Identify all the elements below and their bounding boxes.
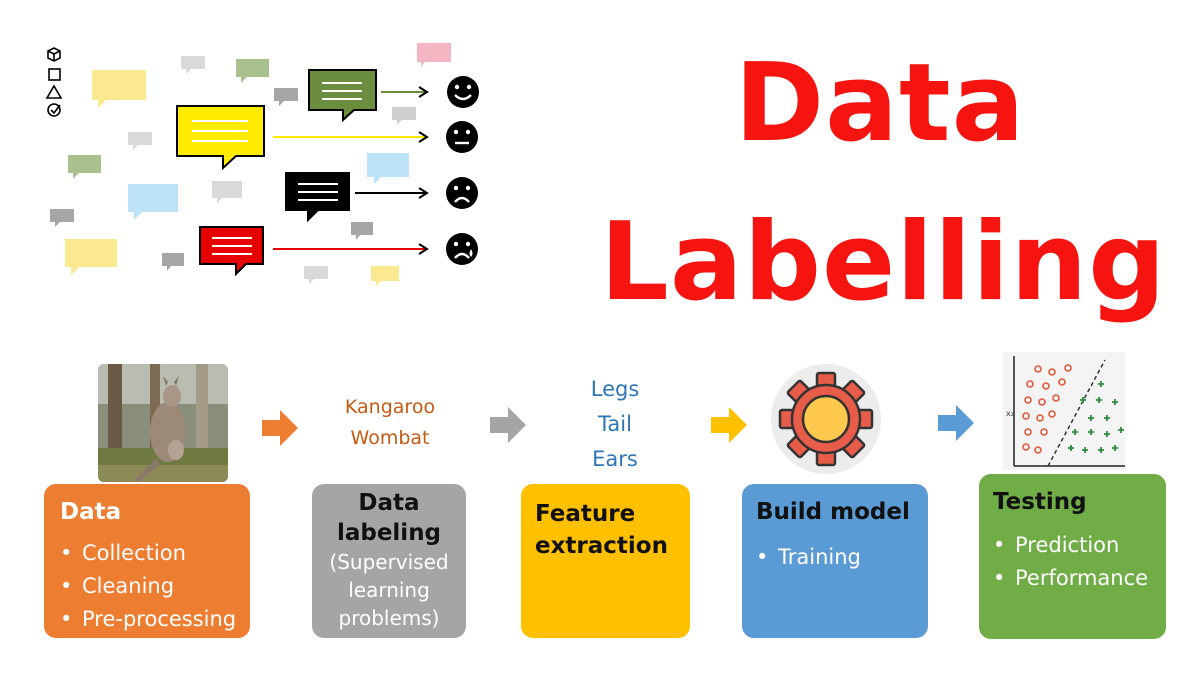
square-icon: [48, 68, 61, 81]
list-item: Collection: [60, 537, 250, 570]
stage-feature-title-2: extraction: [535, 533, 668, 559]
label-word: Kangaroo: [344, 396, 436, 418]
feature-word: Tail: [598, 412, 632, 436]
feedback-row-happy: [308, 69, 479, 123]
stage-labeling-title-1: Data: [358, 490, 420, 516]
page-title-line-1: Data: [734, 41, 1026, 166]
arrow-right-icon: [490, 407, 526, 443]
page-title-line-2: Labelling: [600, 200, 1167, 325]
stage-testing-box: Testing Prediction Performance: [979, 474, 1166, 639]
stage-build-title: Build model: [756, 499, 910, 525]
feature-word: Ears: [592, 447, 638, 471]
list-item: Cleaning: [60, 570, 250, 603]
stage-build-box: Build model Training: [742, 484, 928, 638]
happy-face-icon: [447, 76, 479, 108]
plot-axis-label: x₂: [1006, 409, 1014, 418]
cube-icon: [47, 47, 61, 62]
feature-words: Legs Tail Ears: [560, 372, 670, 477]
check-circle-icon: [47, 103, 61, 117]
stage-data-title: Data: [60, 499, 122, 525]
stage-labeling-title-2: labeling: [336, 520, 442, 546]
arrow-right-icon: [938, 405, 974, 441]
plot-class-b-points: [1068, 381, 1124, 453]
label-word: Wombat: [350, 427, 430, 449]
stage-labeling-sub-3: problems): [338, 606, 440, 630]
feature-word: Legs: [590, 377, 640, 401]
kangaroo-photo: [98, 364, 228, 482]
stage-data-list: Collection Cleaning Pre-processing: [60, 537, 250, 636]
list-item: Performance: [993, 562, 1166, 595]
gear-icon: [771, 364, 881, 474]
stage-feature-box: Feature extraction: [521, 484, 690, 638]
neutral-face-icon: [446, 121, 478, 153]
list-item: Pre-processing: [60, 603, 250, 636]
stage-labeling-sub-2: learning: [348, 578, 430, 602]
stage-build-list: Training: [756, 541, 928, 574]
sad-face-icon: [446, 177, 478, 209]
stage-labeling-box: Data labeling (Supervised learning probl…: [312, 484, 466, 638]
stage-feature-title-1: Feature: [535, 501, 636, 527]
arrow-right-icon: [711, 407, 747, 443]
feedback-row-neutral: [176, 105, 478, 171]
crying-face-icon: [446, 233, 478, 265]
triangle-icon: [45, 84, 63, 99]
decorative-bubbles: [50, 43, 451, 286]
label-words: Kangaroo Wombat: [330, 392, 450, 454]
stage-testing-list: Prediction Performance: [993, 529, 1166, 595]
scatter-plot-icon: x₂: [1003, 352, 1125, 470]
arrow-right-icon: [262, 410, 298, 446]
stage-testing-title: Testing: [993, 489, 1087, 515]
stage-labeling-sub-1: (Supervised: [329, 550, 449, 574]
list-item: Prediction: [993, 529, 1166, 562]
feedback-row-sad: [285, 172, 478, 223]
list-item: Training: [756, 541, 928, 574]
plot-class-a-points: [1022, 364, 1072, 454]
stage-data-box: Data Collection Cleaning Pre-processing: [44, 484, 250, 638]
feedback-row-crying: [199, 226, 478, 277]
